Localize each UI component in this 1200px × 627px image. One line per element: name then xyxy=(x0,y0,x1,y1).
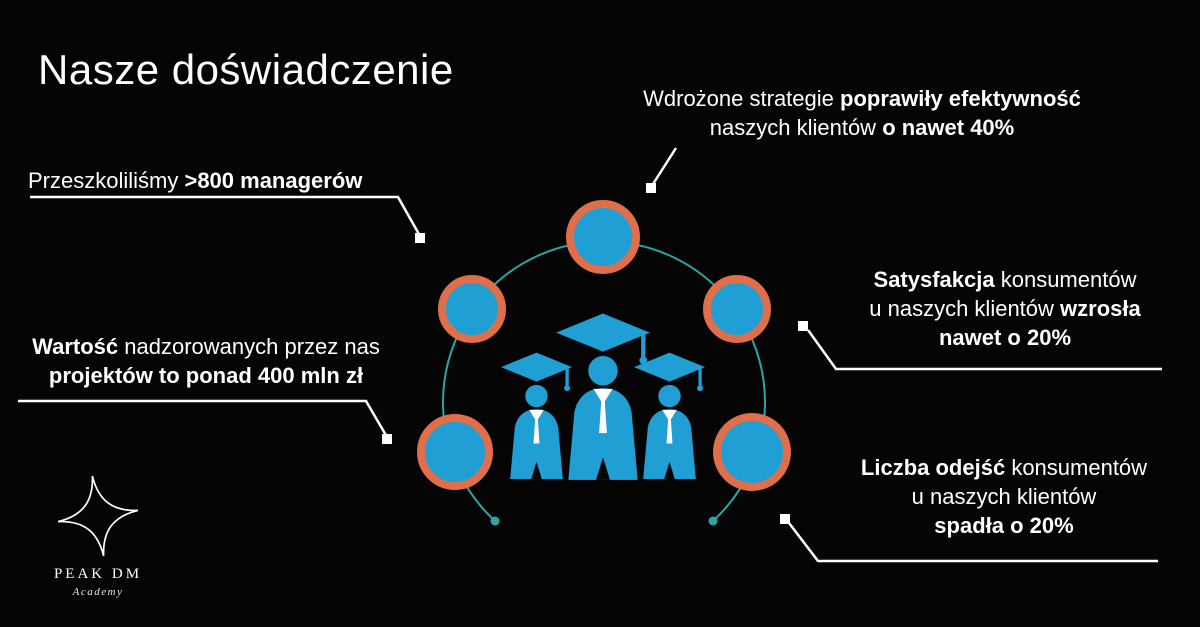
callout-satisfaction: Satysfakcja konsumentów u naszych klient… xyxy=(840,265,1170,352)
graduate-left-icon xyxy=(500,352,573,479)
callout-line: projektów to ponad 400 mln zł xyxy=(8,361,404,390)
callout-churn: Liczba odejść konsumentów u naszych klie… xyxy=(832,453,1176,540)
callout-line: u naszych klientów wzrosła xyxy=(840,294,1170,323)
graduates-icon xyxy=(500,313,706,480)
callout-connectors xyxy=(18,147,1162,563)
callout-line: nawet o 20% xyxy=(840,323,1170,352)
text-segment: projektów to ponad 400 mln zł xyxy=(48,363,364,388)
text-segment: o nawet 40% xyxy=(882,115,1015,140)
text-segment: spadła o 20% xyxy=(934,513,1074,538)
text-segment: konsumentów xyxy=(1005,455,1148,480)
connector-line-trained xyxy=(30,195,422,237)
node-circles xyxy=(417,200,791,491)
callout-line: Wartość nadzorowanych przez nas xyxy=(8,332,404,361)
text-segment: konsumentów xyxy=(994,267,1137,292)
logo-subtitle: Academy xyxy=(72,586,124,598)
text-segment: Liczba odejść xyxy=(860,455,1006,480)
text-segment: u naszych klientów xyxy=(869,296,1061,321)
text-segment: Wdrożone strategie xyxy=(643,86,840,111)
arc-dot-left xyxy=(490,516,500,526)
text-segment: u naszych klientów xyxy=(911,484,1097,509)
connector-line-satisfaction xyxy=(806,329,1162,371)
node-circle-upper-left xyxy=(438,275,506,343)
connector-line-churn xyxy=(788,522,1158,563)
node-circle-lower-left xyxy=(417,414,493,490)
callout-line: naszych klientów o nawet 40% xyxy=(562,113,1162,142)
connector-square-strategies xyxy=(646,183,656,193)
node-circle-upper-right xyxy=(703,275,771,343)
text-segment: Wartość xyxy=(32,334,119,359)
graduate-center-icon xyxy=(556,313,650,480)
text-segment: Przeszkoliliśmy xyxy=(28,168,185,193)
text-segment: Satysfakcja xyxy=(873,267,995,292)
connector-square-churn xyxy=(780,514,790,524)
node-circle-lower-right xyxy=(713,413,791,491)
graduate-right-icon xyxy=(633,352,706,479)
callout-line: u naszych klientów xyxy=(832,482,1176,511)
callout-strategies: Wdrożone strategie poprawiły efektywność… xyxy=(562,84,1162,142)
callout-trained: Przeszkoliliśmy >800 managerów xyxy=(28,166,362,195)
callout-line: Satysfakcja konsumentów xyxy=(840,265,1170,294)
connector-end-squares xyxy=(382,183,808,524)
star-logo-icon xyxy=(57,475,139,557)
brand-logo: PEAK DM Academy xyxy=(44,474,152,598)
text-segment: wzrosła xyxy=(1060,296,1141,321)
callout-line: spadła o 20% xyxy=(832,511,1176,540)
logo-name: PEAK DM xyxy=(53,566,143,582)
text-segment: >800 managerów xyxy=(184,168,363,193)
connector-square-trained xyxy=(415,233,425,243)
connector-square-value xyxy=(382,434,392,444)
text-segment: nawet o 20% xyxy=(938,325,1072,350)
arc-dot-right xyxy=(708,516,718,526)
callout-value: Wartość nadzorowanych przez nas projektó… xyxy=(8,332,404,390)
text-segment: nadzorowanych przez nas xyxy=(118,334,380,359)
callout-line: Przeszkoliliśmy >800 managerów xyxy=(28,166,362,195)
node-circle-top xyxy=(566,200,640,274)
callout-line: Wdrożone strategie poprawiły efektywność xyxy=(562,84,1162,113)
page-title: Nasze doświadczenie xyxy=(38,46,454,94)
connector-square-satisfaction xyxy=(798,321,808,331)
callout-line: Liczba odejść konsumentów xyxy=(832,453,1176,482)
text-segment: naszych klientów xyxy=(709,115,883,140)
connector-line-strategies xyxy=(651,147,678,185)
connector-line-value xyxy=(18,399,389,438)
text-segment: poprawiły efektywność xyxy=(840,86,1081,111)
